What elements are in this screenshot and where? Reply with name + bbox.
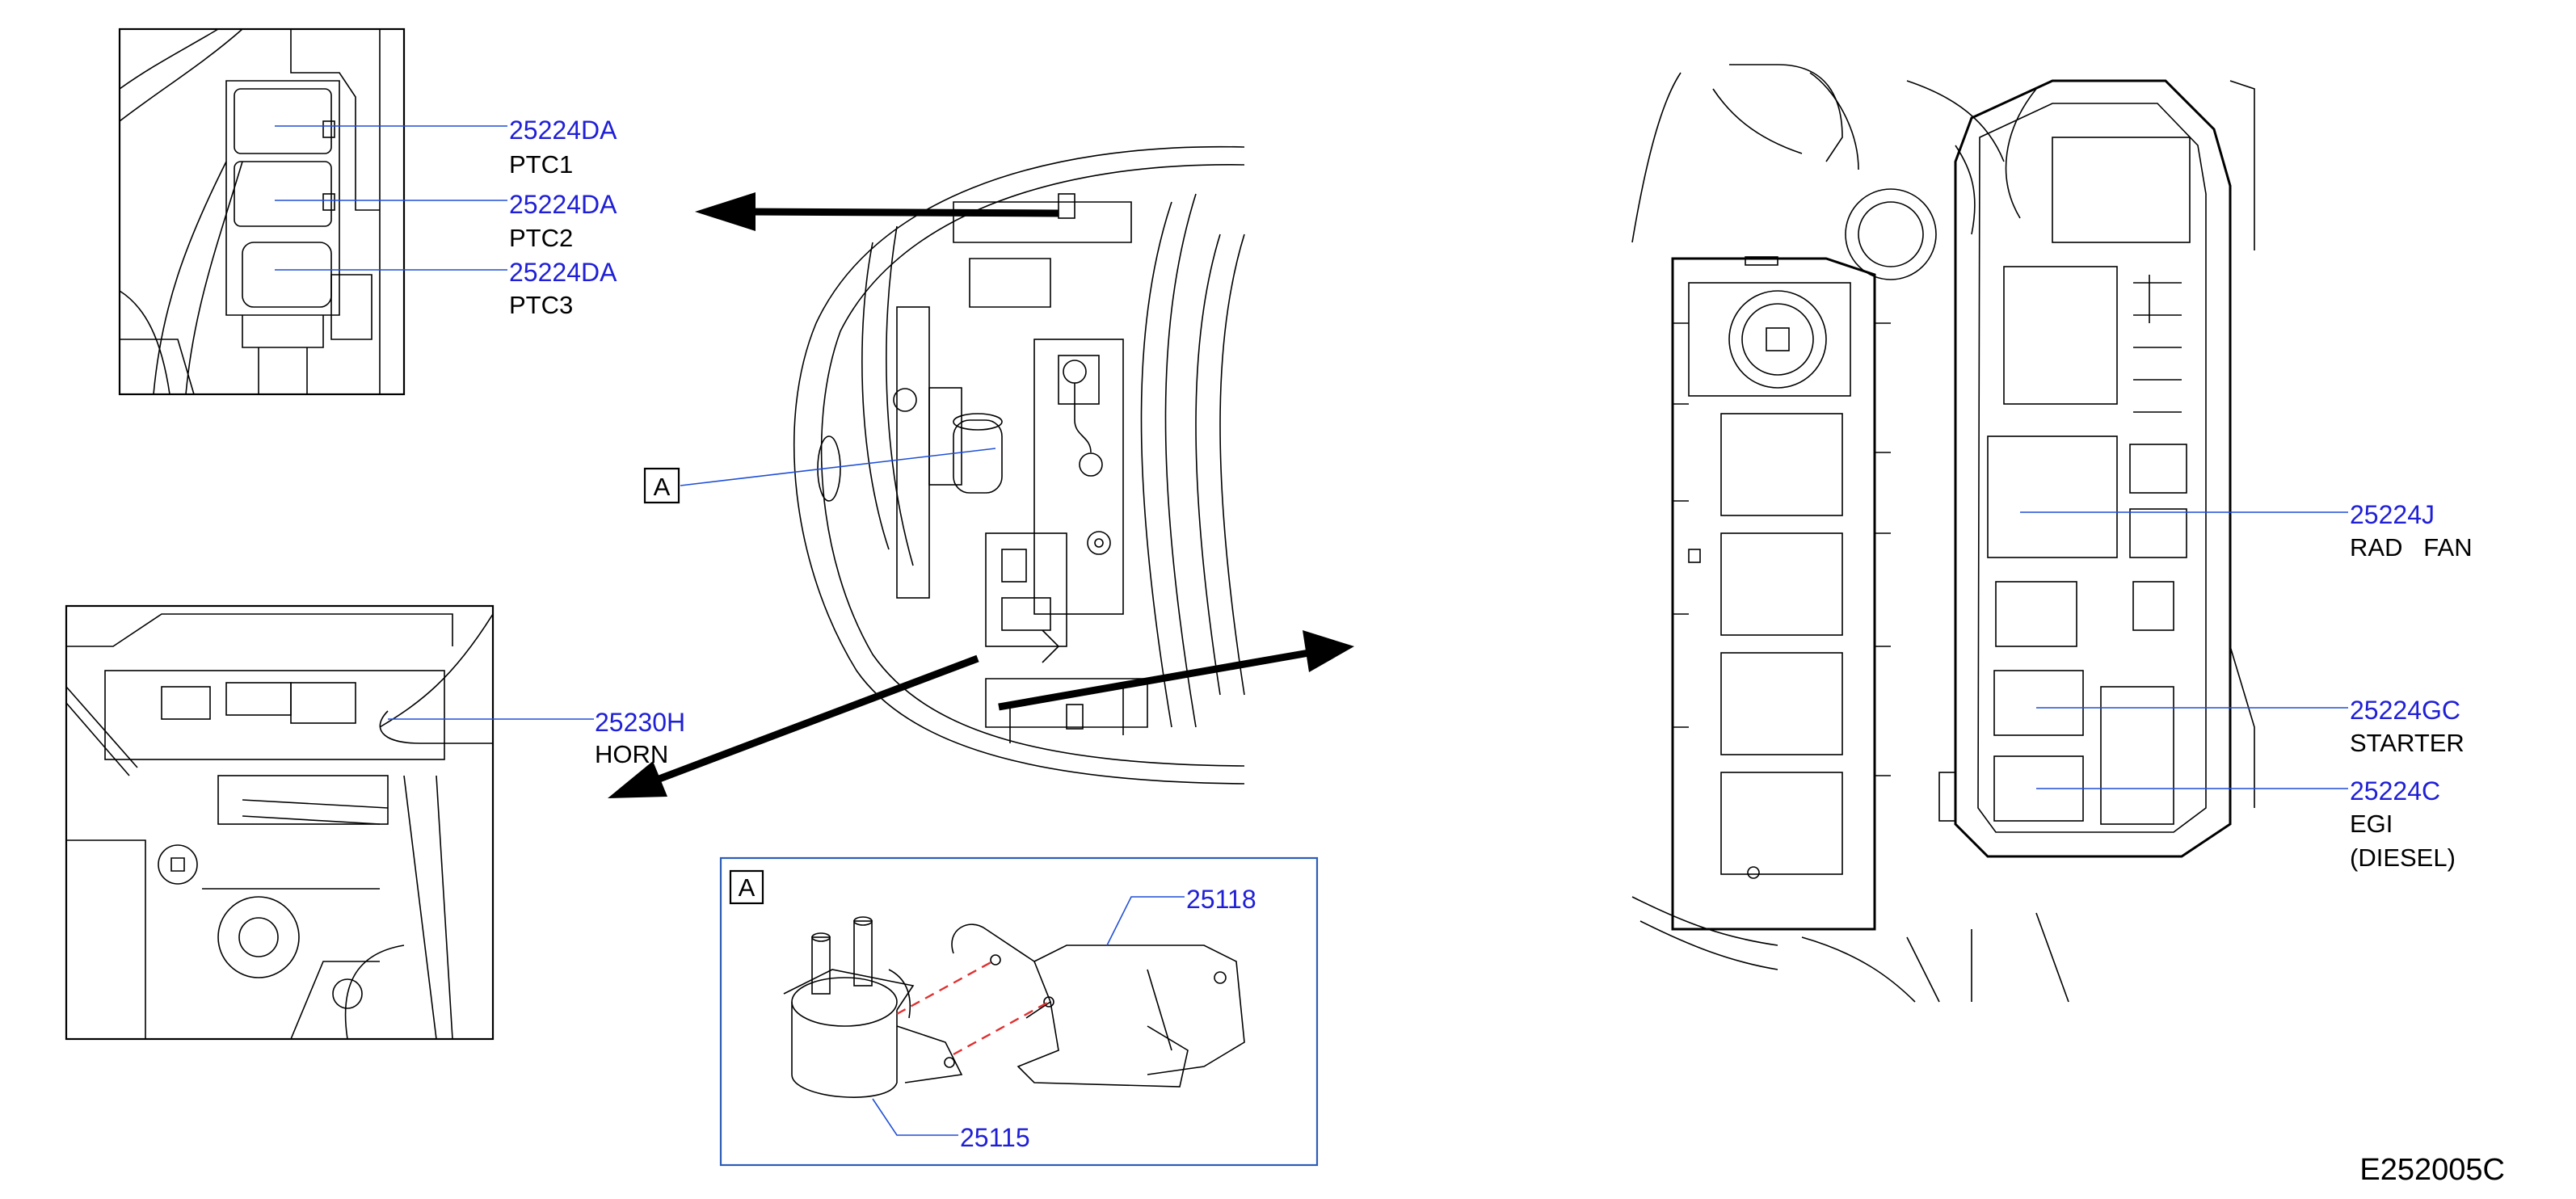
arrow-head-ptc: [695, 192, 756, 231]
horn-part-number[interactable]: 25230H: [595, 708, 685, 737]
arrow-to-horn-inset: [645, 654, 979, 788]
ptc-inset-drawing: [119, 28, 381, 395]
egi-note: (DIESEL): [2350, 844, 2456, 872]
detail-a-marker-box: [729, 869, 764, 905]
arrow-to-ptc-inset: [743, 208, 1059, 217]
pointer-arrows: [608, 192, 1354, 798]
horn-inset-drawing: [65, 613, 494, 1040]
ptc3-part-number[interactable]: 25224DA: [509, 258, 617, 287]
arrow-head-horn: [608, 761, 667, 798]
starter-label: STARTER: [2350, 729, 2464, 757]
ptc2-part-number[interactable]: 25224DA: [509, 190, 617, 219]
egi-label: EGI: [2350, 810, 2393, 838]
relay-box-drawing: [1631, 64, 2255, 1003]
detail-a-marker-label: A: [739, 873, 756, 902]
ptc1-part-number[interactable]: 25224DA: [509, 116, 617, 145]
rad-fan-part-number[interactable]: 25224J: [2350, 500, 2435, 529]
engine-bay-overview: [793, 145, 1245, 785]
starter-part-number[interactable]: 25224GC: [2350, 696, 2460, 725]
relay-leader: [872, 1098, 958, 1136]
arrow-head-fusebox: [1303, 630, 1354, 672]
rad-fan-label: RAD FAN: [2350, 533, 2473, 562]
bracket-part-number[interactable]: 25118: [1186, 885, 1256, 914]
detail-a-panel: A 25118 25115: [719, 856, 1319, 1167]
ref-marker-a-box: [643, 467, 680, 504]
bracket-leader: [1106, 896, 1185, 946]
ref-marker-a-label: A: [654, 473, 671, 501]
arrow-to-fuse-box: [998, 649, 1310, 711]
relay-box-callouts: 25224J RAD FAN 25224GC STARTER 25224C EG…: [2020, 500, 2473, 872]
figure-code: E252005C: [2359, 1153, 2505, 1187]
ptc-inset-frame: [118, 27, 406, 396]
detail-a-frame: [719, 856, 1319, 1167]
horn-inset-frame: [65, 604, 495, 1041]
horn-relay-inset: 25230H HORN: [65, 604, 685, 1041]
relay-drawing: [783, 916, 963, 1098]
ptc3-label: PTC3: [509, 291, 573, 319]
horn-label: HORN: [595, 740, 668, 768]
ptc2-label: PTC2: [509, 224, 573, 252]
ref-marker-a-leader: [680, 448, 996, 486]
ptc1-label: PTC1: [509, 150, 573, 179]
dash-guide-2: [953, 1000, 1050, 1056]
bracket-drawing: [951, 923, 1245, 1088]
ref-marker-a[interactable]: A: [643, 448, 996, 504]
relay-part-number[interactable]: 25115: [960, 1123, 1030, 1152]
dash-guide-1: [896, 958, 996, 1016]
ptc-relay-inset: 25224DA PTC1 25224DA PTC2 25224DA PTC3: [118, 27, 617, 396]
egi-part-number[interactable]: 25224C: [2350, 776, 2440, 806]
